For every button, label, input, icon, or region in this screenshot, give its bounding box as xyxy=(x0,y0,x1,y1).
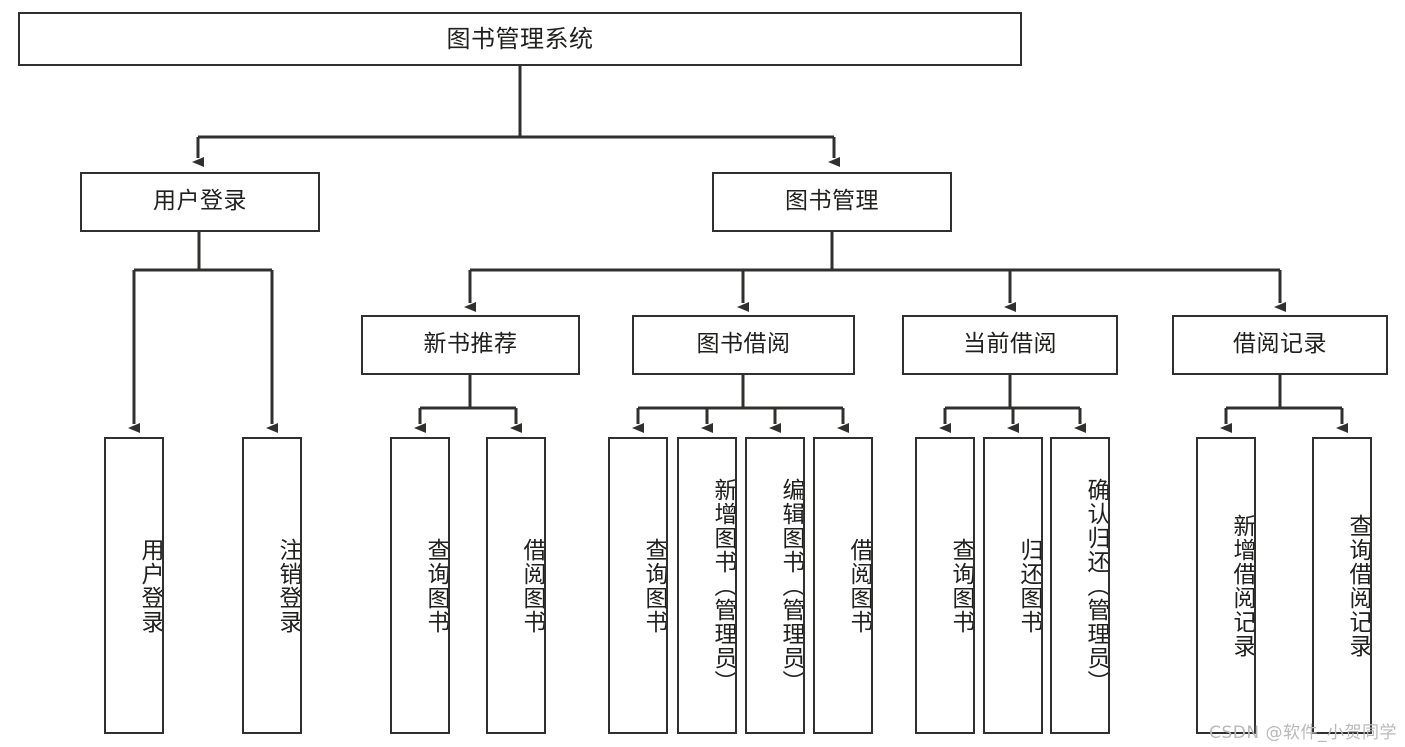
node-leaf-query-book-2-label: 查询图书 xyxy=(641,537,667,634)
node-leaf-add-book-label: 新增图书（管理员） xyxy=(710,477,736,694)
node-leaf-edit-book[interactable]: 编辑图书（管理员） xyxy=(745,437,805,734)
node-root[interactable]: 图书管理系统 xyxy=(18,12,1022,66)
node-leaf-user-login-label: 用户登录 xyxy=(137,537,163,634)
node-leaf-query-record-label: 查询借阅记录 xyxy=(1345,513,1371,658)
node-leaf-confirm-return[interactable]: 确认归还（管理员） xyxy=(1050,437,1110,734)
csdn-watermark: CSDN @软件_小贺同学 xyxy=(1209,723,1397,743)
node-user-login-label: 用户登录 xyxy=(153,188,247,215)
node-book-manage-label: 图书管理 xyxy=(785,188,879,215)
node-root-label: 图书管理系统 xyxy=(446,24,594,53)
node-borrow-record[interactable]: 借阅记录 xyxy=(1172,315,1388,375)
node-leaf-borrow-book-1-label: 借阅图书 xyxy=(519,537,545,634)
node-leaf-user-logout[interactable]: 注销登录 xyxy=(242,437,302,734)
node-user-login[interactable]: 用户登录 xyxy=(80,172,320,232)
node-current-borrow-label: 当前借阅 xyxy=(963,331,1057,358)
node-leaf-query-book-3[interactable]: 查询图书 xyxy=(915,437,975,734)
node-leaf-add-record[interactable]: 新增借阅记录 xyxy=(1196,437,1256,734)
node-leaf-user-login[interactable]: 用户登录 xyxy=(104,437,164,734)
node-leaf-return-book[interactable]: 归还图书 xyxy=(983,437,1043,734)
node-leaf-query-book-1[interactable]: 查询图书 xyxy=(390,437,450,734)
node-leaf-query-book-3-label: 查询图书 xyxy=(948,537,974,634)
node-leaf-borrow-book-2-label: 借阅图书 xyxy=(846,537,872,634)
node-new-book-recommend-label: 新书推荐 xyxy=(423,331,518,358)
node-book-borrow-label: 图书借阅 xyxy=(696,331,791,358)
node-leaf-return-book-label: 归还图书 xyxy=(1016,537,1042,634)
node-leaf-user-logout-label: 注销登录 xyxy=(275,537,301,634)
node-leaf-edit-book-label: 编辑图书（管理员） xyxy=(778,477,804,694)
node-leaf-query-book-1-label: 查询图书 xyxy=(423,537,449,634)
node-leaf-query-record[interactable]: 查询借阅记录 xyxy=(1312,437,1372,734)
node-book-borrow[interactable]: 图书借阅 xyxy=(632,315,855,375)
node-current-borrow[interactable]: 当前借阅 xyxy=(902,315,1118,375)
node-leaf-query-book-2[interactable]: 查询图书 xyxy=(608,437,668,734)
node-book-manage[interactable]: 图书管理 xyxy=(712,172,952,232)
node-leaf-borrow-book-1[interactable]: 借阅图书 xyxy=(486,437,546,734)
node-leaf-confirm-return-label: 确认归还（管理员） xyxy=(1083,477,1109,694)
node-leaf-borrow-book-2[interactable]: 借阅图书 xyxy=(813,437,873,734)
node-borrow-record-label: 借阅记录 xyxy=(1233,331,1327,358)
node-leaf-add-book[interactable]: 新增图书（管理员） xyxy=(677,437,737,734)
node-new-book-recommend[interactable]: 新书推荐 xyxy=(361,315,580,375)
node-leaf-add-record-label: 新增借阅记录 xyxy=(1229,513,1255,658)
